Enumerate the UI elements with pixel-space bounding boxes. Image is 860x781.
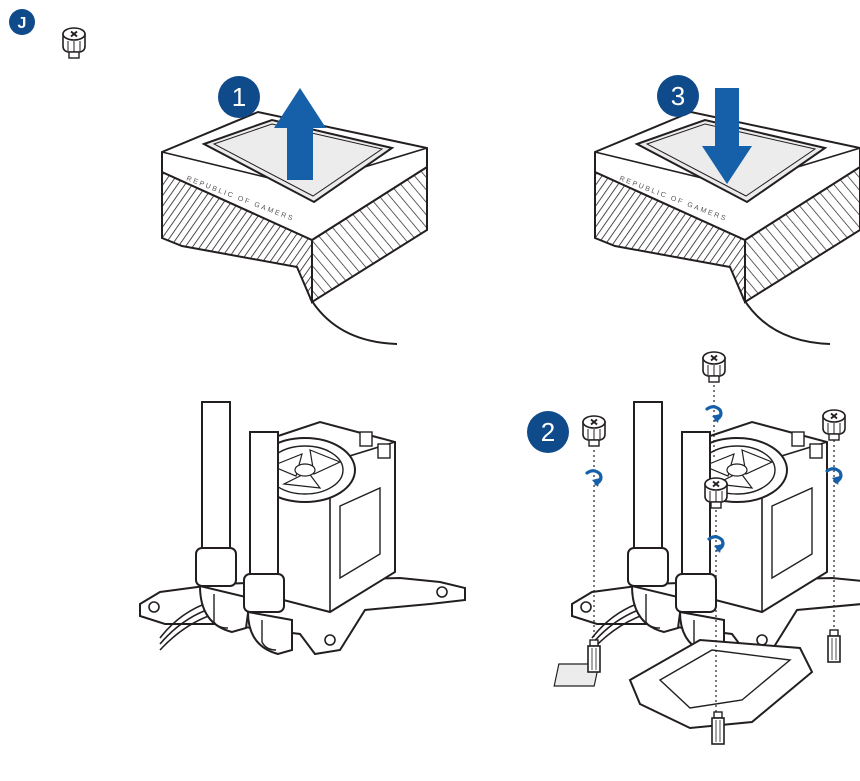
step-3-badge xyxy=(657,75,699,117)
standoff-left xyxy=(587,639,601,673)
step-1-label: 1 xyxy=(232,82,246,112)
arrow-up-icon xyxy=(274,88,326,180)
arrow-down-icon xyxy=(702,88,752,184)
step-3-label: 3 xyxy=(671,81,685,111)
step-2-label: 2 xyxy=(541,417,555,447)
thumbscrew-icon xyxy=(702,351,726,383)
left-assembly: REPUBLIC OF GAMERS 1 xyxy=(139,76,466,655)
step-1-badge xyxy=(218,76,260,118)
section-badge: J xyxy=(9,9,35,35)
thumbscrew-icon xyxy=(822,409,846,441)
thumbscrew-icon xyxy=(582,415,606,447)
section-letter: J xyxy=(18,15,27,32)
right-assembly: REPUBLIC OF GAMERS 3 xyxy=(527,75,860,745)
section-badge-circle xyxy=(9,9,35,35)
thumbscrew-icon xyxy=(62,27,86,59)
standoff-right xyxy=(827,629,841,663)
standoff-bottom xyxy=(711,711,725,745)
pump-block xyxy=(139,401,466,655)
step-2-badge xyxy=(527,411,569,453)
turn-arrow-icon xyxy=(585,469,603,489)
